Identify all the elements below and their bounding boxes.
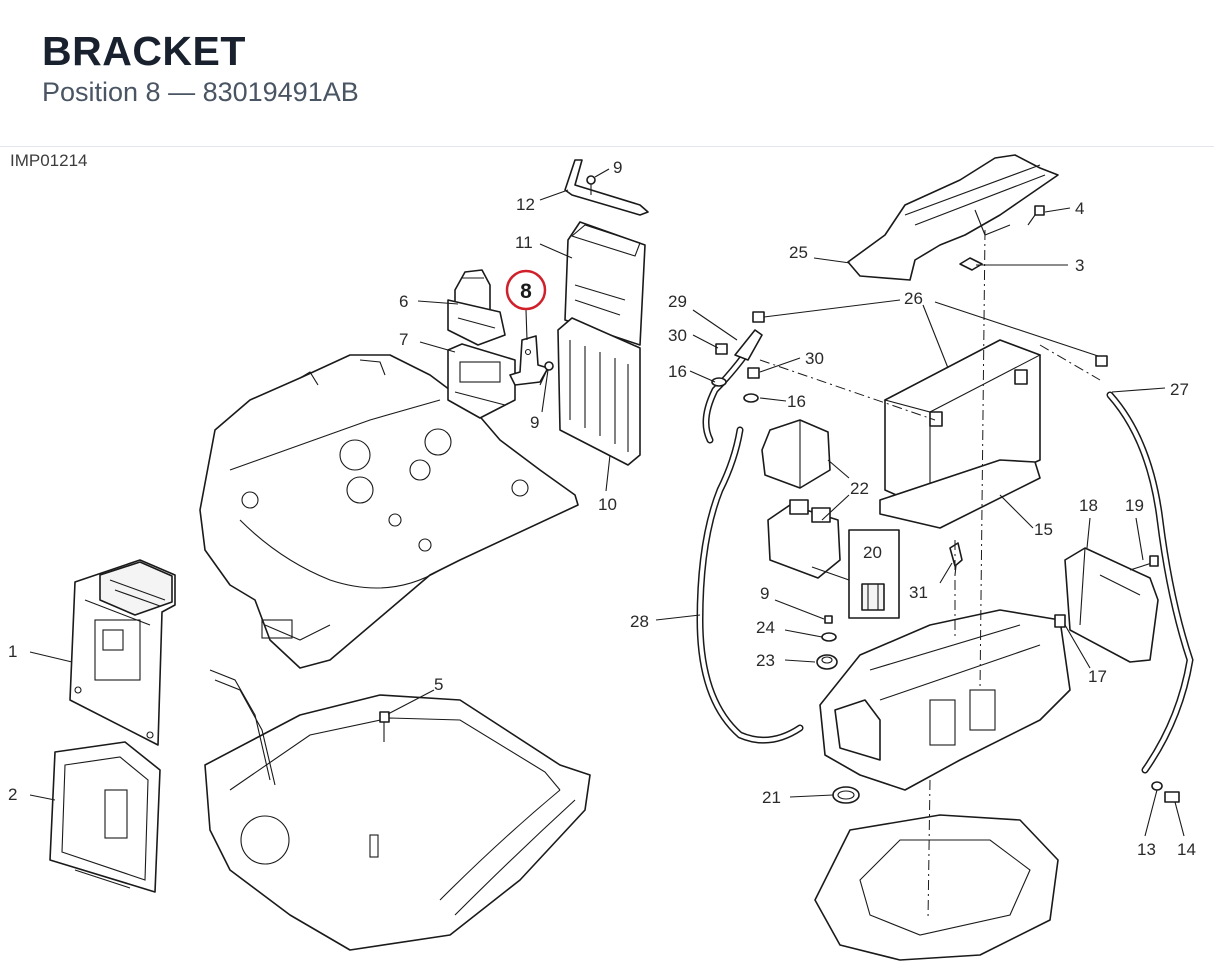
callout-9-top: 9 bbox=[613, 158, 622, 177]
callout-11: 11 bbox=[515, 233, 533, 252]
header-divider bbox=[0, 146, 1214, 147]
callout-24: 24 bbox=[756, 618, 775, 637]
part-tray-25[interactable] bbox=[847, 154, 1059, 281]
callout-20: 20 bbox=[863, 543, 882, 562]
part-bolt-14[interactable] bbox=[1164, 791, 1180, 803]
callout-31: 31 bbox=[909, 583, 928, 602]
callout-25: 25 bbox=[789, 243, 808, 262]
callout-29: 29 bbox=[668, 292, 687, 311]
callout-14: 14 bbox=[1177, 840, 1196, 859]
part-cover-plate[interactable] bbox=[49, 741, 161, 893]
diagram-code: IMP01214 bbox=[10, 151, 88, 170]
part-relay-cover-22[interactable] bbox=[761, 419, 831, 489]
part-rack-10[interactable] bbox=[557, 317, 641, 466]
callout-30-left: 30 bbox=[668, 326, 687, 345]
callout-13: 13 bbox=[1137, 840, 1156, 859]
callout-15: 15 bbox=[1034, 520, 1053, 539]
assembly-axis-lines bbox=[759, 229, 1101, 921]
part-bolts-26-30[interactable] bbox=[711, 311, 1108, 403]
part-bolt-4[interactable] bbox=[1027, 205, 1045, 226]
callout-9-mid: 9 bbox=[530, 413, 539, 432]
callout-12: 12 bbox=[516, 195, 535, 214]
part-washer-24[interactable] bbox=[821, 632, 837, 642]
part-rail-12[interactable] bbox=[564, 159, 649, 216]
part-lower-frame bbox=[204, 669, 591, 951]
callout-19: 19 bbox=[1125, 496, 1144, 515]
callout-26: 26 bbox=[904, 289, 923, 308]
callout-10: 10 bbox=[598, 495, 617, 514]
page-header: BRACKET Position 8 — 83019491AB bbox=[0, 0, 1214, 146]
part-seal-21[interactable] bbox=[832, 786, 860, 804]
part-battery-tray bbox=[819, 609, 1071, 791]
part-screw-9c[interactable] bbox=[824, 615, 833, 624]
callout-7: 7 bbox=[399, 330, 408, 349]
callout-leaders bbox=[29, 168, 1185, 837]
part-pin-31[interactable] bbox=[949, 542, 963, 576]
part-washer-13[interactable] bbox=[1151, 781, 1163, 791]
part-bolt-19[interactable] bbox=[1129, 555, 1159, 571]
callout-22: 22 bbox=[850, 479, 869, 498]
part-ecu-module[interactable] bbox=[69, 559, 176, 746]
part-starter-relay[interactable] bbox=[767, 499, 841, 579]
part-strap-29[interactable] bbox=[734, 329, 763, 361]
part-airbox-housing bbox=[199, 354, 579, 669]
page-title: BRACKET bbox=[42, 28, 246, 74]
callout-16-left: 16 bbox=[668, 362, 687, 381]
part-under-tray bbox=[814, 814, 1059, 961]
part-screw-5[interactable] bbox=[379, 711, 390, 742]
callout-labels: 1 2 3 4 5 6 7 9 9 9 10 11 12 13 14 15 16… bbox=[8, 158, 1196, 859]
part-holder-7[interactable] bbox=[447, 343, 516, 419]
part-clip-17[interactable] bbox=[1054, 614, 1066, 628]
part-regulator-18[interactable] bbox=[1064, 547, 1159, 663]
part-nut-3[interactable] bbox=[959, 257, 983, 271]
part-subtitle: Position 8 — 83019491AB bbox=[42, 77, 359, 107]
callout-2: 2 bbox=[8, 785, 17, 804]
part-connector-6[interactable] bbox=[447, 269, 506, 346]
part-screw-9a[interactable] bbox=[539, 361, 554, 386]
callout-3: 3 bbox=[1075, 256, 1084, 275]
part-cable-27[interactable] bbox=[1106, 391, 1194, 774]
callout-18: 18 bbox=[1079, 496, 1098, 515]
highlight-position-8[interactable]: 8 bbox=[505, 269, 547, 311]
callout-17: 17 bbox=[1088, 667, 1107, 686]
callout-5: 5 bbox=[434, 675, 443, 694]
callout-23: 23 bbox=[756, 651, 775, 670]
part-cable-16[interactable] bbox=[702, 351, 749, 444]
callout-6: 6 bbox=[399, 292, 408, 311]
callout-8: 8 bbox=[520, 280, 532, 303]
callout-27: 27 bbox=[1170, 380, 1189, 399]
part-control-unit-11[interactable] bbox=[564, 221, 646, 346]
part-bracket-8[interactable] bbox=[509, 335, 549, 386]
part-cable-28[interactable] bbox=[696, 426, 804, 744]
part-base-15[interactable] bbox=[879, 459, 1041, 529]
part-fuse-20[interactable] bbox=[848, 529, 900, 619]
callout-16-right: 16 bbox=[787, 392, 806, 411]
callout-30-right: 30 bbox=[805, 349, 824, 368]
callout-4: 4 bbox=[1075, 199, 1084, 218]
callout-1: 1 bbox=[8, 642, 17, 661]
callout-28: 28 bbox=[630, 612, 649, 631]
callout-9-right: 9 bbox=[760, 584, 769, 603]
part-grommet-23[interactable] bbox=[816, 654, 838, 670]
callout-21: 21 bbox=[762, 788, 781, 807]
